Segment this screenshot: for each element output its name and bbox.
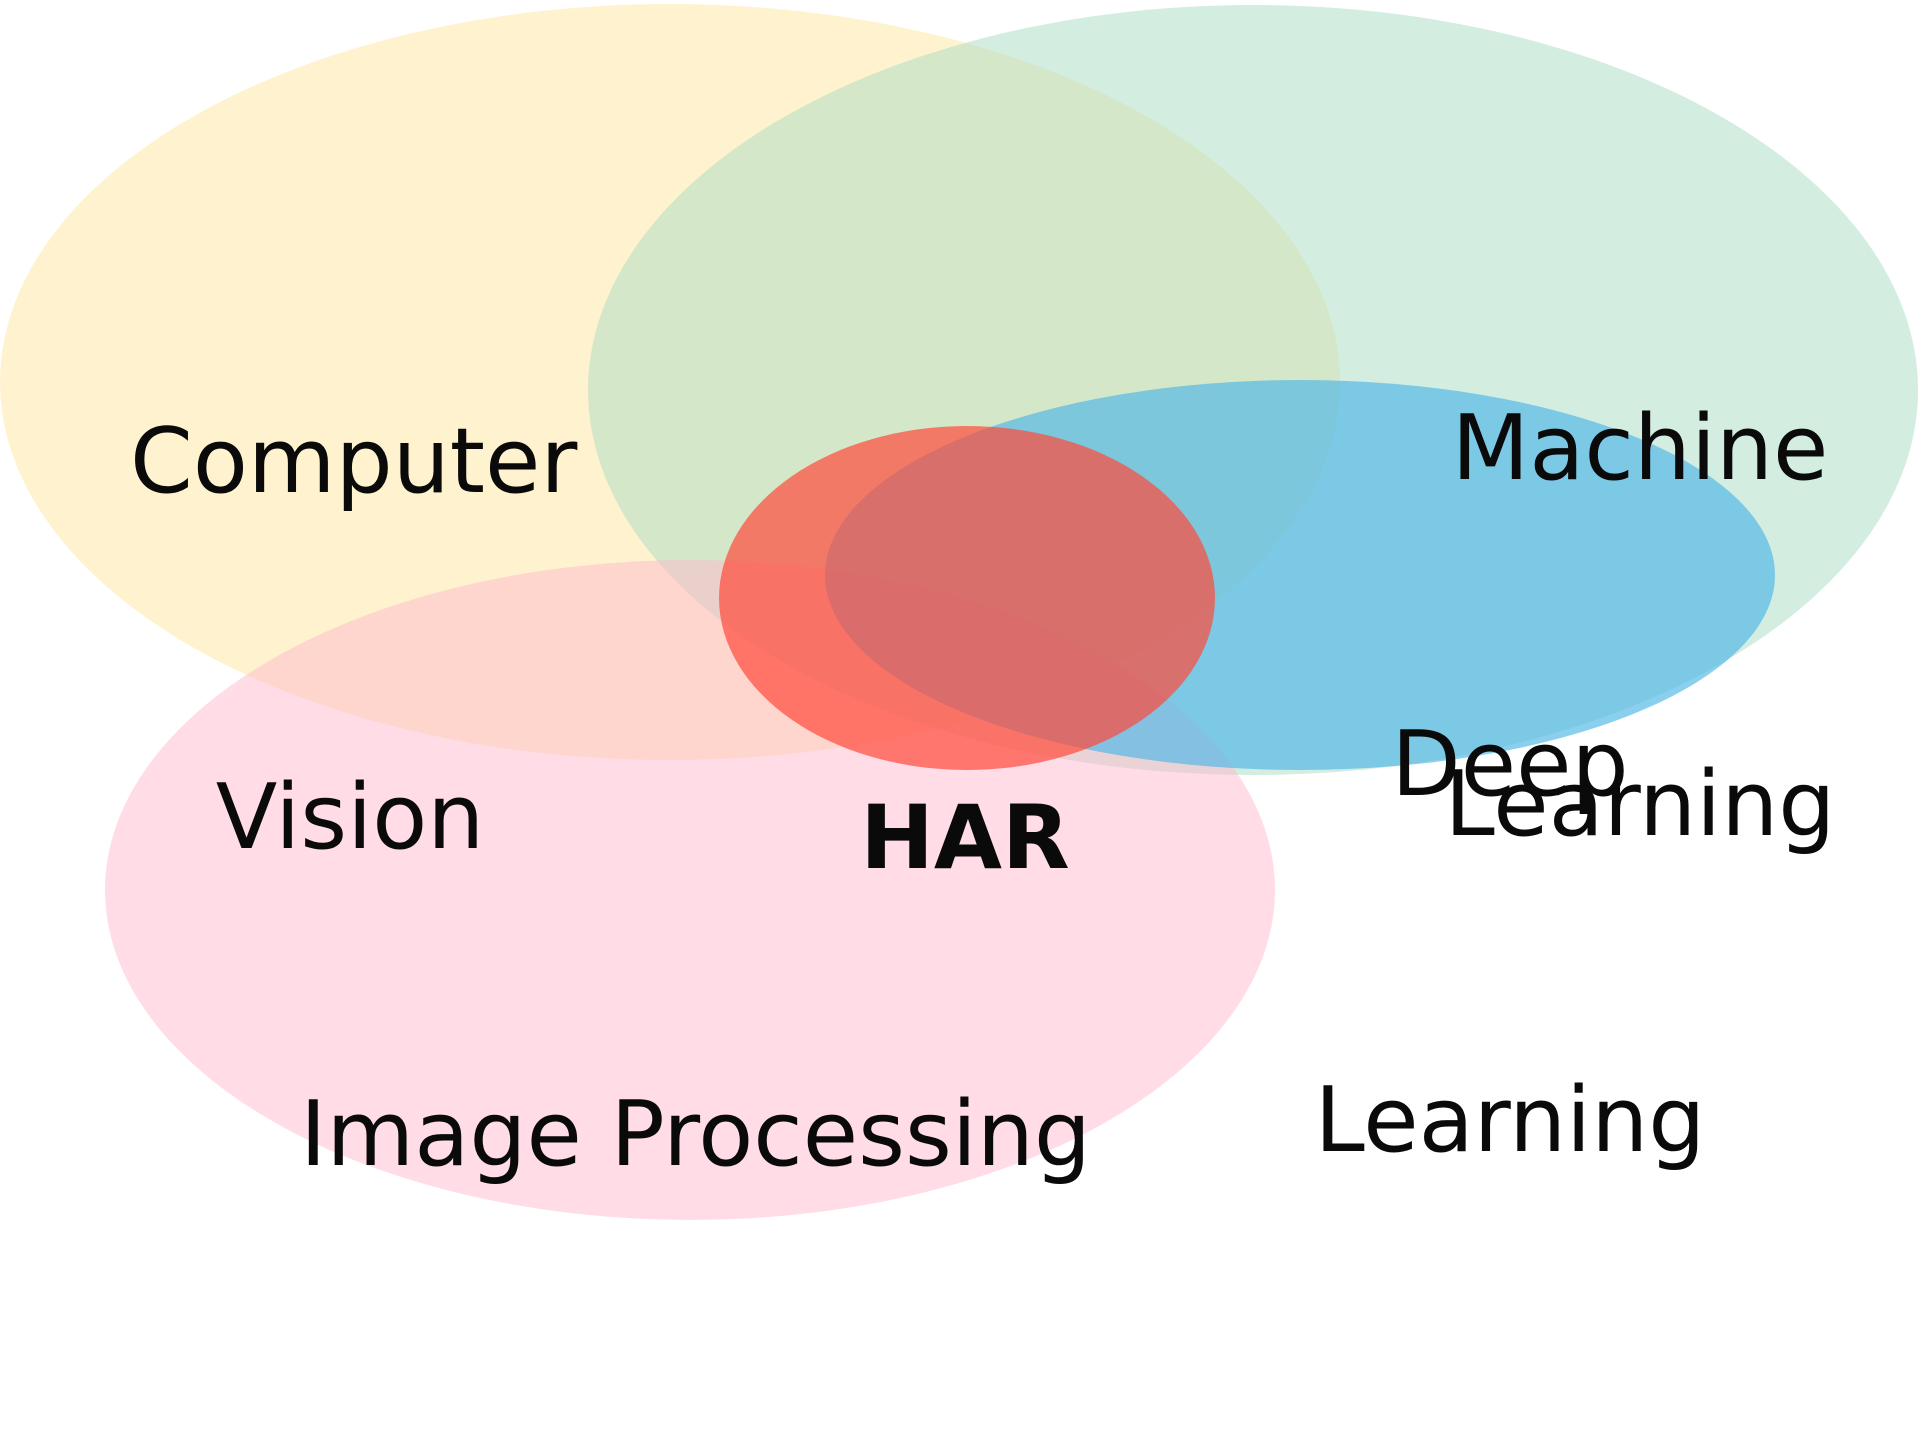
- ellipse-har: [719, 426, 1215, 770]
- venn-canvas: [0, 4, 1918, 1220]
- label-computer-vision: Computer Vision: [130, 165, 578, 1115]
- label-har: HAR: [830, 548, 1100, 1129]
- label-computer-vision-line1: Computer: [130, 408, 578, 514]
- label-machine-learning-line2: Learning: [1444, 751, 1836, 857]
- label-image-processing: Image Processing: [300, 838, 1092, 1432]
- label-deep-learning-line2: Learning: [1314, 1067, 1706, 1173]
- label-image-processing-line1: Image Processing: [300, 1081, 1092, 1187]
- label-machine-learning-line1: Machine: [1451, 395, 1829, 501]
- label-deep-learning-line1: Deep: [1391, 711, 1629, 817]
- label-har-line1: HAR: [860, 786, 1070, 890]
- label-machine-learning: Machine Learning: [1440, 152, 1840, 1102]
- venn-diagram: Computer Vision Machine Learning Deep Le…: [0, 4, 1918, 1220]
- label-computer-vision-line2: Vision: [215, 764, 485, 870]
- label-deep-learning: Deep Learning: [1310, 468, 1710, 1418]
